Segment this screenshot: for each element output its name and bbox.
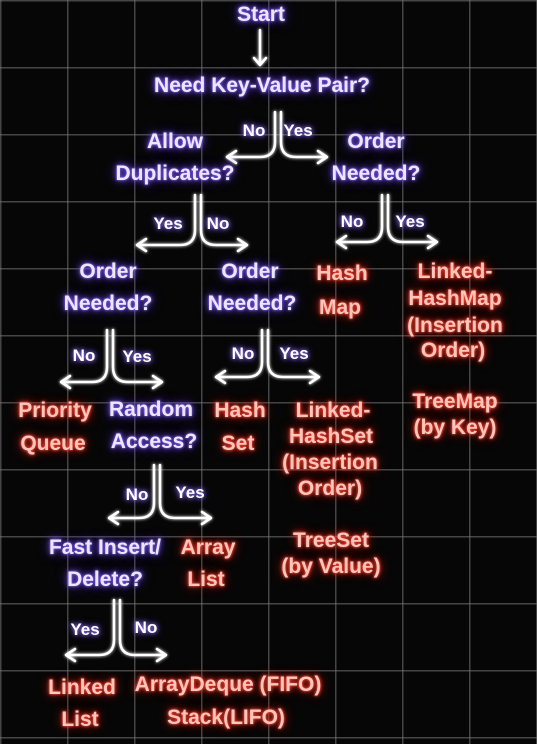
label-dup-yes: Yes [153,214,183,233]
label-kv-yes: Yes [283,121,313,140]
leaf-line: (Insertion [407,314,503,337]
node-start: Start [237,3,285,26]
leaf-line: (by Key) [413,416,497,439]
leaf-line: Map [319,296,361,319]
node-line: Order [347,130,405,153]
fork-order-map [335,193,439,250]
leaf-line: Hash [214,399,266,422]
fork-random-access [107,463,213,526]
leaf-array-deque: ArrayDeque (FIFO) [134,673,322,696]
leaf-line: List [61,708,99,731]
label-dup-no: No [206,214,230,233]
node-line: Needed? [207,292,297,315]
label-map-no: No [340,212,364,231]
fork-order-set [214,328,321,385]
node-line: Needed? [331,162,421,185]
node-need-key-value: Need Key-Value Pair? [154,74,370,97]
fork-fast-insert [64,598,168,663]
fork-order-list [59,328,164,390]
node-line: Duplicates? [115,162,235,185]
fork-keyvalue [225,110,329,165]
leaf-line: Queue [20,432,86,455]
leaf-stack: Stack(LIFO) [167,706,285,729]
leaf-line: Linked- [295,399,371,422]
leaf-line: HashSet [288,425,374,448]
fork-allow-duplicates [135,193,249,253]
arrow-start-to-keyvalue [252,28,268,67]
leaf-line: Array [180,536,236,559]
label-ra-no: No [125,485,149,504]
label-set-no: No [231,344,255,363]
leaf-line: Hash [316,262,368,285]
leaf-line: TreeSet [293,529,369,552]
label-set-yes: Yes [279,344,309,363]
label-fi-yes: Yes [70,620,100,639]
leaf-line: Order) [297,477,363,500]
leaf-line: Priority [18,399,92,422]
label-map-yes: Yes [395,212,425,231]
leaf-line: List [187,568,225,591]
leaf-line: Order) [420,339,486,362]
leaf-line: HashMap [408,287,502,310]
label-kv-no: No [242,121,266,140]
leaf-line: Linked- [417,260,493,283]
label-list-yes: Yes [122,347,152,366]
node-line: Random [109,398,193,421]
node-line: Needed? [63,292,153,315]
node-line: Access? [110,430,198,453]
label-ra-yes: Yes [175,483,205,502]
label-fi-no: No [134,618,158,637]
leaf-line: (Insertion [282,451,378,474]
label-list-no: No [72,346,96,365]
node-line: Delete? [67,568,143,591]
node-line: Order [79,260,137,283]
leaf-line: Set [221,432,255,455]
node-line: Order [221,260,279,283]
leaf-line: (by Value) [281,555,381,578]
node-line: Fast Insert/ [48,536,162,559]
leaf-line: TreeMap [412,390,498,413]
node-line: Allow [147,130,203,153]
leaf-line: Linked [48,676,116,699]
